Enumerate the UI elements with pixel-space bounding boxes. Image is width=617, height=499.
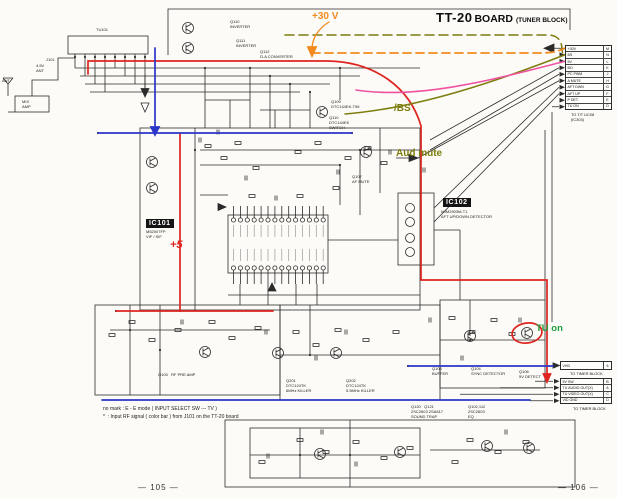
board-block: (TUNER BLOCK) <box>515 17 568 24</box>
component-label-j101: J101 <box>46 57 55 62</box>
connector-pin-row: BO K <box>566 64 611 71</box>
timer-connector-2-caption: TO TIMER BLOCK <box>573 406 606 411</box>
page-number-left: — 105 — <box>138 483 179 492</box>
connector-pin-label: 5V SW <box>562 379 574 384</box>
connector-pin-number: F <box>603 90 611 97</box>
component-label-q202_kill: Q202 DTC124TK 5.5MHz KILLER <box>346 378 375 393</box>
connector-pin-label: PC PWM <box>567 72 583 77</box>
right-connector-caption: TO T/T UC08 (IC303) <box>571 112 595 123</box>
connector-pin-number: L <box>603 58 611 65</box>
component-label-q106_5v: Q106 5V DETECT <box>519 369 542 379</box>
connector-pin-label: BO <box>567 65 573 70</box>
connector-pin-row: AFT DWN G <box>566 83 611 90</box>
component-label-q112_da: Q112 D-A CONVERTER <box>260 49 293 59</box>
connector-pin-number: G <box>603 84 611 90</box>
connector-pin-label: TU AUDIO OUT(X) <box>562 385 593 390</box>
connector-pin-row: TU AUDIO OUT(X) A <box>561 384 611 391</box>
connector-pin-row: VHD 6 <box>561 362 611 369</box>
component-label-q110_sw: Q110 DTC144EK SWITCH <box>329 115 350 130</box>
component-label-q111_inv: Q111 INVERTER <box>236 38 257 48</box>
connector-pin-number: 6 <box>603 362 611 369</box>
connector-pin-row: BS N <box>566 51 611 58</box>
connector-arrows <box>554 52 565 404</box>
connector-pin-row: 5V SW B <box>561 379 611 385</box>
connector-pin-row: AFT UP F <box>566 89 611 97</box>
component-label-q107_mute: Q107 AF MUTE <box>352 174 370 184</box>
annotation-plus5: +5 <box>170 239 183 251</box>
component-label-q103_rf: Q103 RF PRE AMP <box>158 372 196 377</box>
component-label-q1xx_eq: Q102,112 2SC2603 EQ <box>468 404 486 419</box>
component-label-mix_amp: MIX AMP <box>22 99 31 109</box>
component-label-q109: Q109 DTC144EK-T96 <box>331 99 360 109</box>
pink-trace <box>355 60 566 94</box>
connector-pin-label: TU VIDEO OUT(X) <box>562 392 593 397</box>
connector-pin-label: 5V <box>567 59 572 64</box>
component-label-q105_buf: Q105 BUFFER <box>432 366 448 376</box>
ic102-ref: IC102 <box>443 198 471 208</box>
connector-pin-row: VID GND D <box>561 396 611 403</box>
connector-pin-label: P DET <box>567 97 579 102</box>
annotation-aud-mute: Aud mute <box>396 148 443 159</box>
connector-pin-number: D <box>603 103 611 110</box>
connector-pin-label: +30V <box>567 46 577 51</box>
connector-pin-label: AFT DWN <box>567 85 584 90</box>
connector-pin-number: H <box>603 78 611 84</box>
connector-pin-number: M <box>603 46 611 52</box>
connector-pin-label: VID GND <box>562 398 578 403</box>
connector-pin-number: A <box>603 385 611 391</box>
ic101-ref: IC101 <box>146 219 174 229</box>
component-label-q104_sync: Q104 SYNC DETECTOR <box>471 366 506 376</box>
connector-pin-number: J <box>603 71 611 78</box>
note-line-1: no mark : E - E mode ( INPUT SELECT SW -… <box>103 406 217 412</box>
ic101-detail: M52007FP VIF / SIF <box>146 229 166 239</box>
component-label-ant: ANT <box>2 78 10 83</box>
annotation-bs: /BS <box>394 103 411 114</box>
connector-pin-label: VHD <box>562 363 571 368</box>
red-trace-30v-5v <box>87 60 552 385</box>
timer-connector-1-caption: TO TIMER BLOCK <box>570 371 603 376</box>
annotation-tu-on: TU on <box>536 323 563 334</box>
olive-trace-bs <box>284 34 566 115</box>
connector-pin-number: D <box>603 397 611 403</box>
blue-trace-ground <box>97 47 554 401</box>
connector-pin-row: 5V L <box>566 57 611 65</box>
connector-pin-number: N <box>603 52 611 58</box>
connector-pin-row: TU VIDEO OUT(X) C <box>561 390 611 397</box>
board-model: TT-20 <box>436 10 473 25</box>
connector-pin-number: B <box>603 379 611 385</box>
ic102-detail: NJM2903M-T1 AFT UP/DOWN DETECTOR <box>441 209 492 219</box>
component-label-q201_kill: Q201 DTC124TK 6MHz KILLER <box>286 378 312 393</box>
schematic-wires <box>2 8 576 488</box>
note-line-2: * : Input RF signal ( color bar ) from J… <box>103 414 239 420</box>
connector-pin-label: AFT UP <box>567 91 581 96</box>
connector-pin-row: TU ON D <box>566 102 611 110</box>
component-label-tu101: TU101 <box>96 27 109 32</box>
component-label-q120_trap: Q120 Q121 2SC2603 2SA817 SOUND TRAP <box>411 404 444 419</box>
connector-pin-number: C <box>603 391 611 397</box>
annotation-30v: +30 V <box>312 11 339 22</box>
ic101-chip-pins <box>230 206 326 284</box>
connector-pin-number: E <box>603 97 611 103</box>
connector-pin-row: PC PWM J <box>566 70 611 78</box>
connector-pin-row: A MUTE H <box>566 77 611 84</box>
connector-pin-row: P DET E <box>566 96 611 103</box>
connector-pin-number: K <box>603 65 611 71</box>
timer-connector-1: VHD 6 <box>560 361 612 370</box>
connector-pin-row: +30V M <box>566 46 611 52</box>
connector-pin-label: A MUTE <box>567 78 581 83</box>
connector-pin-label: BS <box>567 53 573 58</box>
page-number-right: — 106 — <box>558 483 599 492</box>
connector-pin-label: TU ON <box>567 104 579 109</box>
component-label-ant45: 4.5V ANT <box>36 63 45 73</box>
orange-trace-30v <box>306 21 566 59</box>
board-word: BOARD <box>474 13 513 25</box>
component-label-q110_inv: Q110 INVERTER <box>230 19 251 29</box>
